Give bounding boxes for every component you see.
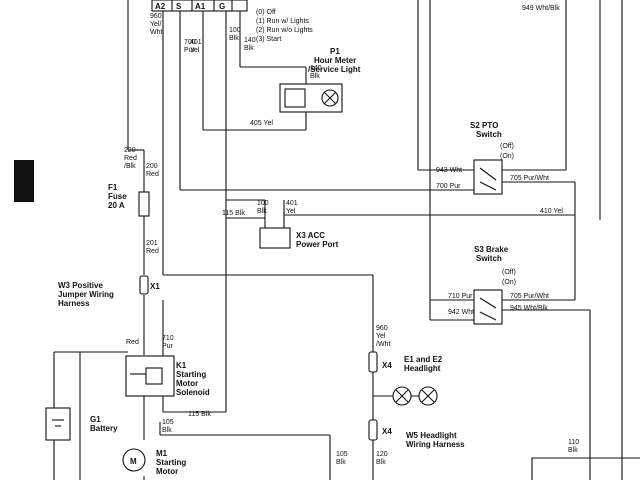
wire-700-pto: 700 Pur [436, 183, 461, 190]
wire-705-brake: 705 Pur/Wht [510, 293, 549, 300]
wire-lines [53, 0, 640, 480]
starting-motor-symbol [122, 448, 146, 472]
wire-943: 943 Wht [436, 167, 462, 174]
terminal-a1: A1 [195, 2, 206, 11]
wire-710-brake: 710 Pur [448, 293, 473, 300]
key-switch-terminals [151, 0, 248, 12]
battery-symbol [45, 407, 71, 441]
label-x4-lower: X4 [382, 427, 392, 436]
solenoid-symbol [125, 355, 175, 397]
wire-949: 949 Wht/Blk [522, 5, 560, 12]
wire-405: 405 Yel [250, 120, 273, 127]
switch-position-0: (0) Off [256, 9, 276, 16]
fuse-symbol [138, 191, 150, 217]
s2-states: (Off)(On) [500, 143, 514, 160]
x1-connector-symbol [139, 275, 149, 295]
x4-lower-connector-symbol [368, 419, 378, 441]
terminal-g: G [219, 2, 225, 11]
wire-410: 410 Yel [540, 208, 563, 215]
label-x1: X1 [150, 282, 160, 291]
wire-705-pto: 705 Pur/Wht [510, 175, 549, 182]
wire-945: 945 Wht/Blk [510, 305, 548, 312]
page-tab-marker [14, 160, 34, 202]
x4-upper-connector-symbol [368, 351, 378, 373]
motor-symbol-letter: M [130, 457, 137, 466]
pto-switch-symbol [473, 159, 503, 195]
switch-position-2: (2) Run w/o Lights [256, 27, 313, 34]
hour-meter-symbol [279, 83, 343, 113]
brake-switch-symbol [473, 289, 503, 325]
wire-942: 942 Wht [448, 309, 474, 316]
wire-115-port: 115 Blk [222, 210, 245, 217]
terminal-a2: A2 [155, 2, 166, 11]
headlight-symbols [372, 384, 438, 408]
wire-red: Red [126, 339, 139, 346]
power-port-symbol [259, 227, 291, 249]
switch-position-1: (1) Run w/ Lights [256, 18, 309, 25]
s3-states: (Off)(On) [502, 269, 516, 286]
label-x4-upper: X4 [382, 361, 392, 370]
wire-115-sol: 115 Blk [188, 411, 211, 418]
terminal-s: S [176, 2, 182, 11]
switch-position-3: (3) Start [256, 36, 281, 43]
